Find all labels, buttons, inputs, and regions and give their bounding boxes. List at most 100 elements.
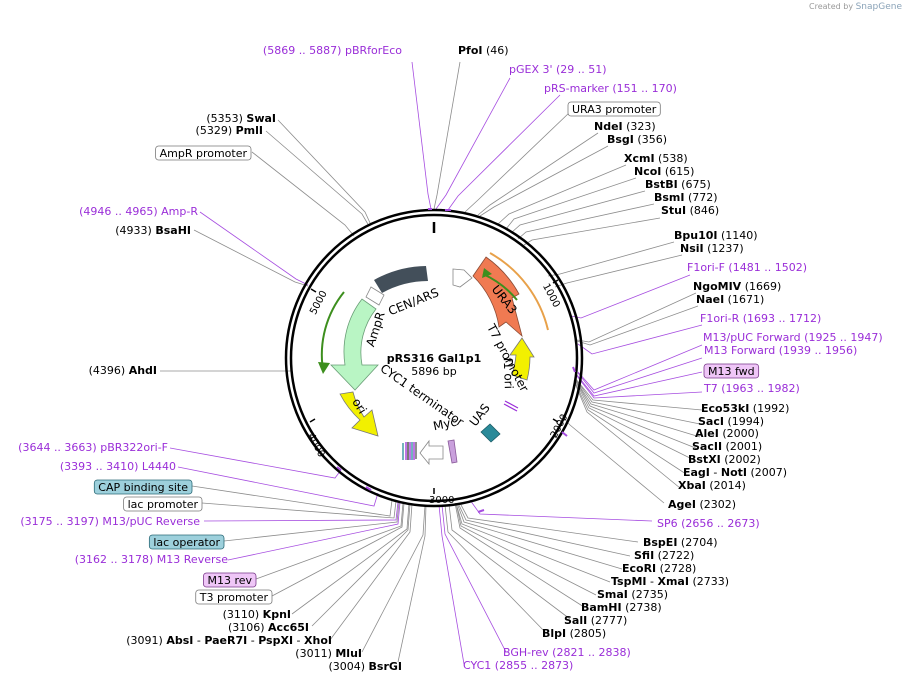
enzyme-label-eagi: EagI - NotI (2007) [683, 466, 787, 479]
tick-label-4000: 4000 [305, 432, 327, 460]
primer-label-l4440: (3393 .. 3410) L4440 [60, 460, 176, 473]
enzyme-label-bsgi: BsgI (356) [607, 133, 667, 146]
feature-tag-t3prom: T3 promoter [199, 591, 269, 604]
enzyme-label-swai: (5353) SwaI [206, 112, 276, 125]
enzyme-label-bspei: BspEI (2704) [643, 536, 718, 549]
tick-label-5000: 5000 [308, 289, 330, 317]
enzyme-label-naei: NaeI (1671) [696, 293, 764, 306]
enzyme-label-tspmi: TspMI - XmaI (2733) [611, 575, 729, 588]
feature-tag-box-t3prom [195, 589, 273, 605]
feature-f1-marks [503, 400, 519, 412]
feature-myc [447, 439, 458, 464]
enzyme-label-pfoi: PfoI (46) [458, 44, 509, 57]
feature-tag-lacprom: lac promoter [128, 498, 199, 511]
site-labels: PfoI (46) (5869 .. 5887) pBRforEco pGEX 3'… [18, 44, 883, 673]
enzyme-label-xbai: XbaI (2014) [678, 479, 746, 492]
tick-label-2000: 2000 [549, 412, 571, 440]
feature-ura3 [472, 252, 549, 338]
snapgene-credit: Created by SnapGene [809, 2, 902, 12]
enzyme-label-nsii: NsiI (1237) [680, 242, 744, 255]
feature-tag-cap: CAP binding site [98, 481, 188, 494]
feature-tag-ura3prom: URA3 promoter [572, 103, 657, 116]
feature-tag-box-lacop [148, 534, 225, 550]
feature-mcs-block [402, 442, 417, 460]
feature-ori [339, 391, 379, 437]
plasmid-name: pRS316 Gal1p1 [387, 352, 481, 365]
enzyme-label-kpni: (3110) KpnI [223, 608, 291, 621]
enzyme-label-eco53ki: Eco53kI (1992) [701, 402, 789, 415]
enzyme-label-ndei: NdeI (323) [594, 120, 656, 133]
primer-label-f1orir: F1ori-R (1693 .. 1712) [700, 312, 821, 325]
enzyme-label-bsmi: BsmI (772) [654, 191, 718, 204]
enzyme-label-absi: (3091) AbsI - PaeR7I - PspXI - XhoI [126, 634, 332, 647]
enzyme-label-xcmi: XcmI (538) [624, 152, 688, 165]
feature-tag-lacop: lac operator [153, 536, 220, 549]
enzyme-label-acc65i: (3106) Acc65I [228, 621, 309, 634]
feature-tag-m13revbox: M13 rev [207, 574, 252, 587]
primer-label-pbrforeco: (5869 .. 5887) pBRforEco [263, 44, 402, 57]
feature-tag-box-cap [93, 479, 193, 495]
enzyme-label-saci: SacI (1994) [698, 415, 764, 428]
enzyme-label-bsahi: (4933) BsaHI [115, 224, 191, 237]
feature-cen-ars [374, 266, 428, 293]
feature-cyc1-arrow [419, 439, 444, 466]
primer-label-pgex3: pGEX 3' (29 .. 51) [509, 63, 607, 76]
feature-f1-ori [509, 337, 535, 381]
primer-label-prsmarker: pRS-marker (151 .. 170) [544, 82, 677, 95]
enzyme-label-bstbi: BstBI (675) [645, 178, 711, 191]
feature-ampr [318, 291, 379, 391]
enzyme-label-agei: AgeI (2302) [668, 498, 736, 511]
enzyme-label-blpi: BlpI (2805) [542, 627, 606, 640]
primer-label-m13pucr: (3175 .. 3197) M13/pUC Reverse [20, 515, 200, 528]
enzyme-label-mlui: (3011) MluI [295, 647, 362, 660]
enzyme-label-alei: AleI (2000) [695, 427, 759, 440]
enzyme-label-ahdi: (4396) AhdI [89, 364, 157, 377]
feature-tag-box-ura3prom [567, 101, 661, 117]
primer-label-ampr: (4946 .. 4965) Amp-R [79, 205, 198, 218]
enzyme-label-stui: StuI (846) [661, 204, 719, 217]
credit-brand: SnapGene [855, 2, 902, 12]
primer-label-bghrev: BGH-rev (2821 .. 2838) [503, 646, 631, 659]
backbone-inner [289, 213, 579, 503]
primer-label-f1orif: F1ori-F (1481 .. 1502) [687, 261, 807, 274]
primer-label-cyc1: CYC1 (2855 .. 2873) [463, 659, 573, 672]
enzyme-label-bamhi: BamHI (2738) [581, 601, 662, 614]
primer-label-sp6: SP6 (2656 .. 2673) [657, 517, 760, 530]
feature-tag-box-amprprom [155, 145, 252, 161]
feature-label-cen-ars: CEN/ARS [386, 285, 441, 318]
tick-label-3000: 3000 [429, 495, 454, 506]
feature-tag-box-m13fwd [703, 363, 760, 379]
feature-tag-amprprom: AmpR promoter [160, 147, 248, 160]
feature-tag-box-lacprom [123, 496, 203, 512]
enzyme-label-sali: SalI (2777) [564, 614, 627, 627]
enzyme-label-ngomiv: NgoMIV (1669) [693, 280, 781, 293]
credit-prefix: Created by [809, 2, 854, 11]
primer-label-m13f: M13 Forward (1939 .. 1956) [704, 344, 857, 357]
primer-label-t7: T7 (1963 .. 1982) [703, 382, 800, 395]
leader-lines [160, 61, 703, 665]
feature-tag-m13fwd: M13 fwd [708, 365, 755, 378]
enzyme-label-pmli: (5329) PmlI [196, 124, 263, 137]
primer-marks [336, 208, 576, 513]
primer-label-m13rev: (3162 .. 3178) M13 Reverse [75, 553, 228, 566]
primer-label-m13pucf: M13/pUC Forward (1925 .. 1947) [703, 331, 883, 344]
backbone-outer [284, 208, 584, 508]
enzyme-label-bsrgi: (3004) BsrGI [328, 660, 402, 673]
feature-label-myc: Myc [432, 415, 458, 434]
enzyme-label-ecori: EcoRI (2728) [622, 562, 696, 575]
enzyme-label-sacii: SacII (2001) [692, 440, 762, 453]
feature-label-f1-ori: f1 ori [501, 357, 516, 389]
plasmid-length: 5896 bp [411, 365, 456, 378]
feature-tag-box-m13revbox [203, 572, 257, 588]
position-ticks [309, 279, 559, 494]
enzyme-label-bstxi: BstXI (2002) [688, 453, 761, 466]
primer-label-pbr322: (3644 .. 3663) pBR322ori-F [18, 441, 168, 454]
enzyme-label-bpu10i: Bpu10I (1140) [674, 229, 758, 242]
enzyme-label-ncoi: NcoI (615) [634, 165, 694, 178]
feature-ampr-promoter-arrow [365, 286, 385, 306]
enzyme-label-smai: SmaI (2735) [597, 588, 668, 601]
feature-t7-promoter-arrow [452, 268, 473, 288]
enzyme-label-sfii: SfiI (2722) [634, 549, 694, 562]
feature-uas [480, 423, 501, 443]
